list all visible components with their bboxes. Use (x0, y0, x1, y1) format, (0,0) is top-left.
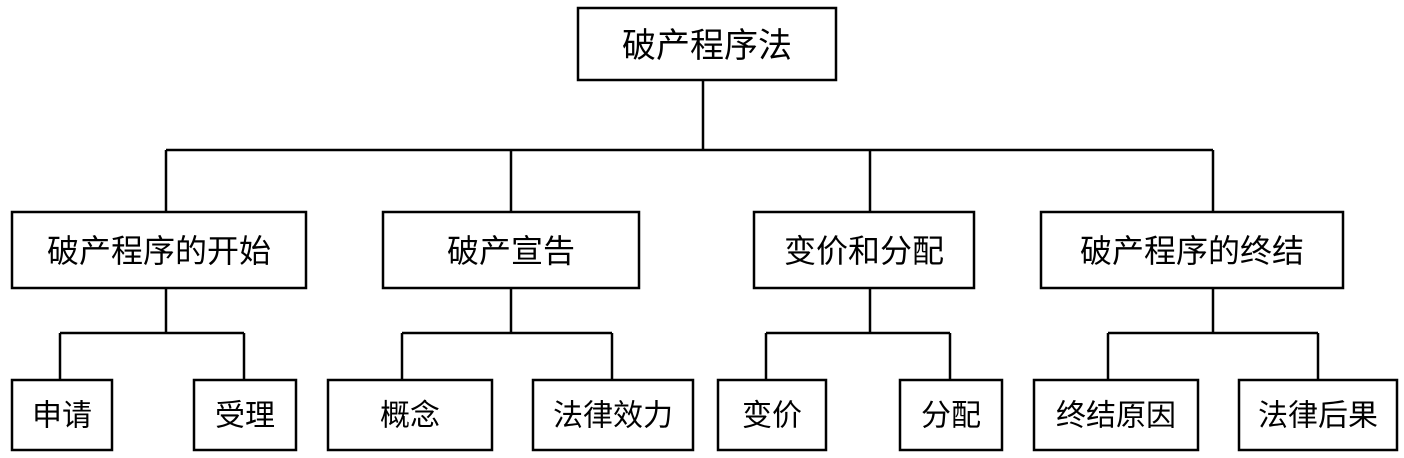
branch-label-0: 破产程序的开始 (47, 232, 271, 270)
leaf-node-0-1: 受理 (192, 378, 298, 452)
leaf-label-1-1: 法律效力 (553, 399, 673, 434)
leaf-label-3-1: 法律后果 (1258, 399, 1378, 434)
branch-node-3: 破产程序的终结 (1039, 210, 1345, 290)
root-node: 破产程序法 (576, 6, 838, 82)
leaf-label-0-1: 受理 (215, 399, 275, 434)
branch-label-2: 变价和分配 (784, 232, 944, 270)
connectors (58, 80, 1320, 380)
leaf-node-1-0: 概念 (326, 378, 494, 452)
branch-node-1: 破产宣告 (381, 210, 641, 290)
leaf-label-0-0: 申请 (32, 399, 92, 434)
branch-label-1: 破产宣告 (447, 232, 575, 270)
leaf-label-2-1: 分配 (921, 399, 981, 434)
branch-node-0: 破产程序的开始 (10, 210, 308, 290)
branch-label-3: 破产程序的终结 (1080, 232, 1304, 270)
leaf-node-2-0: 变价 (716, 378, 828, 452)
branch-node-2: 变价和分配 (752, 210, 976, 290)
leaf-label-3-0: 终结原因 (1056, 399, 1176, 434)
leaf-node-3-1: 法律后果 (1237, 378, 1399, 452)
leaf-node-2-1: 分配 (898, 378, 1004, 452)
leaf-node-0-0: 申请 (10, 378, 114, 452)
leaf-node-1-1: 法律效力 (531, 378, 695, 452)
leaf-label-2-0: 变价 (742, 399, 802, 434)
leaf-node-3-0: 终结原因 (1032, 378, 1200, 452)
leaf-label-1-0: 概念 (380, 399, 440, 434)
root-label: 破产程序法 (622, 26, 792, 66)
